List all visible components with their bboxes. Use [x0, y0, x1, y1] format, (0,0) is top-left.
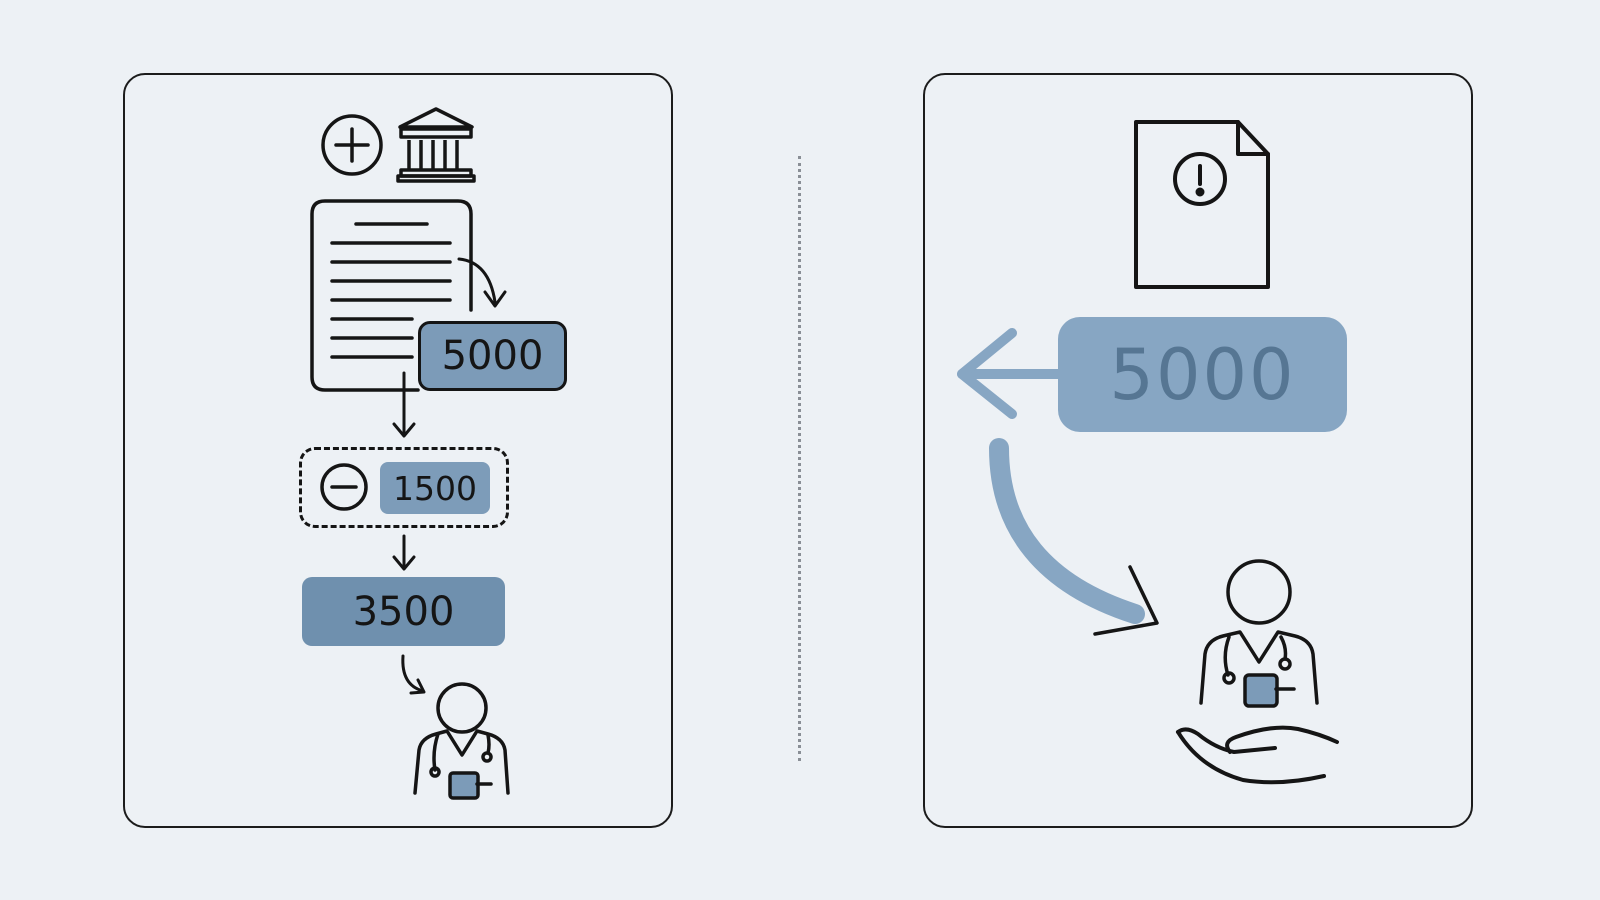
deduction-group — [299, 447, 509, 528]
left-panel — [123, 73, 673, 828]
right-panel — [923, 73, 1473, 828]
full-amount-box: 5000 — [1058, 317, 1347, 432]
deduction-amount-box: 1500 — [380, 462, 490, 514]
dotted-divider — [798, 156, 801, 761]
net-amount-box: 3500 — [302, 577, 505, 646]
gross-amount-box: 5000 — [418, 321, 567, 391]
